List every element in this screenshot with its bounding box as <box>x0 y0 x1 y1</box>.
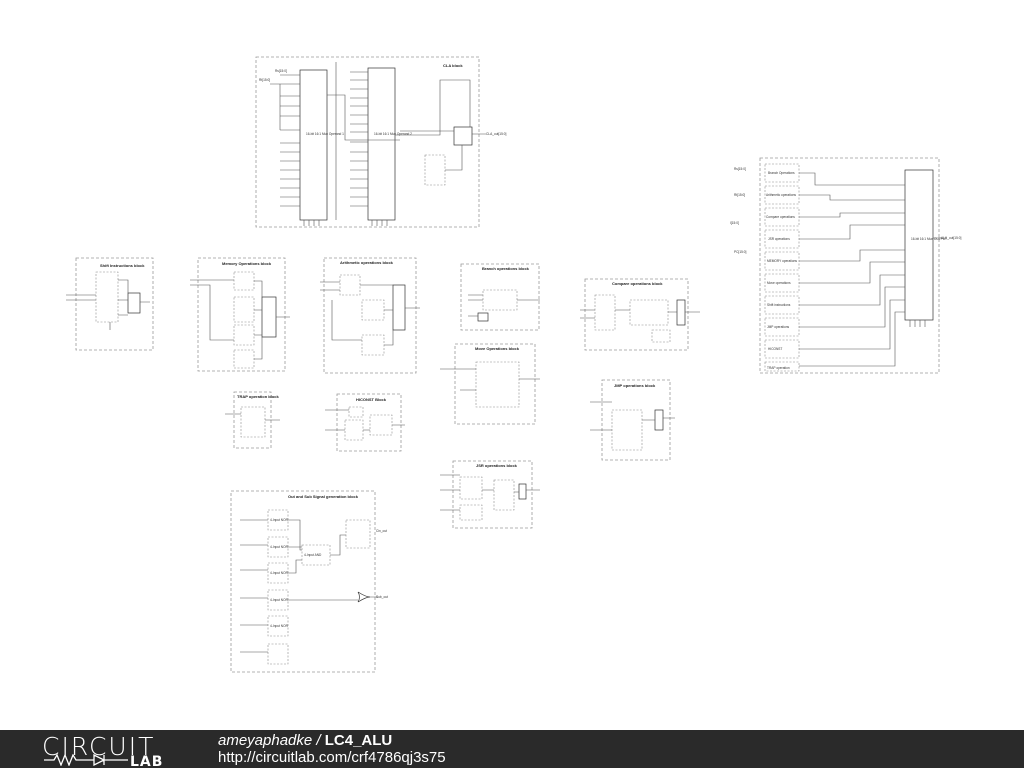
mux-op-6[interactable]: Move operations <box>764 273 800 293</box>
jmp-block[interactable]: JMP operations block <box>590 379 675 461</box>
shift-block[interactable]: Shift Instructions block <box>66 257 154 351</box>
svg-text:TRAP operation: TRAP operation <box>767 366 790 370</box>
cla-out-label: CLA_out[15:0] <box>486 132 506 136</box>
cin-out-label: Cin_out <box>376 529 387 533</box>
nor-gate-2[interactable]: 4-Input NOR <box>267 536 289 558</box>
pc-label: PC[15:0] <box>734 250 747 254</box>
mux-op-8[interactable]: JMP operations <box>764 317 800 337</box>
svg-text:Move operations: Move operations <box>767 281 791 285</box>
alu-out-label: ALU_out[15:0] <box>941 236 961 240</box>
sub-out-label: Sub_out <box>376 595 388 599</box>
svg-text:JMP operations: JMP operations <box>767 325 789 329</box>
mux-operand2-label: 16-bit 16:1 Mux Operand 2 <box>374 132 412 136</box>
rt-label-1: Rt[15:0] <box>259 78 270 82</box>
svg-text:Branch Operations: Branch Operations <box>768 171 795 175</box>
project-breadcrumb: ameyaphadke / LC4_ALU <box>218 732 392 749</box>
owner-link[interactable]: ameyaphadke <box>218 732 313 749</box>
and-gate[interactable]: 4-Input AND <box>301 544 331 566</box>
svg-text:4-Input NOR: 4-Input NOR <box>270 598 289 602</box>
cla-block[interactable]: CLA block 16-bit 16:1 Mux Operand 1 Rs[1… <box>255 56 506 228</box>
nor-gate-3[interactable]: 4-Input NOR <box>267 562 289 584</box>
mux-op-7[interactable]: Shift instructions <box>764 295 800 315</box>
svg-text:Compare operations: Compare operations <box>766 215 795 219</box>
circuit-schematic: CLA block 16-bit 16:1 Mux Operand 1 Rs[1… <box>66 56 961 673</box>
rs-label-1: Rs[15:0] <box>275 69 287 73</box>
output-mux-block[interactable]: 16-bit 16:1 Mux OUTPUT ALU_out[15:0] Rs[… <box>730 157 961 374</box>
jsr-block[interactable]: JSR operations block <box>440 460 540 529</box>
mux-op-1[interactable]: Branch Operations <box>764 163 800 183</box>
hiconst-block[interactable]: HICONST Block <box>325 393 405 452</box>
output-mux-label: 16-bit 16:1 Mux OUTPUT <box>911 237 947 241</box>
svg-text:TRAP operation block: TRAP operation block <box>237 394 279 399</box>
nor-gate-1[interactable]: 4-Input NOR <box>267 509 289 531</box>
schematic-canvas: CLA block 16-bit 16:1 Mux Operand 1 Rs[1… <box>66 56 962 673</box>
memory-block[interactable]: Memory Operations block <box>190 257 290 372</box>
mux-op-10[interactable]: TRAP operation <box>764 361 800 372</box>
resistor-diode-icon <box>44 754 128 766</box>
rt-label-2: Rt[15:0] <box>734 193 745 197</box>
svg-text:4-Input NOR: 4-Input NOR <box>270 624 289 628</box>
decoder-block[interactable]: Out and Sub Signal generation block 4-In… <box>230 490 388 673</box>
insn-label: I[15:0] <box>730 221 739 225</box>
svg-text:4-Input NOR: 4-Input NOR <box>270 518 289 522</box>
svg-text:Memory Operations block: Memory Operations block <box>222 261 272 266</box>
svg-text:Compare operations block: Compare operations block <box>612 281 663 286</box>
rs-label-2: Rs[15:0] <box>734 167 746 171</box>
svg-text:4-Input AND: 4-Input AND <box>304 553 322 557</box>
mux-op-4[interactable]: JSR operations <box>764 229 800 249</box>
svg-text:Arithmetic operations block: Arithmetic operations block <box>340 260 394 265</box>
circuitlab-footer: CIRCUIT LAB ameyaphadke / LC4_ALU http:/… <box>0 730 1024 770</box>
nor-gate-4[interactable]: 4-Input NOR <box>267 589 289 611</box>
svg-text:Out and Sub Signal generation: Out and Sub Signal generation block <box>288 494 359 499</box>
svg-text:Arithmetic operations: Arithmetic operations <box>766 193 796 197</box>
mux-op-2[interactable]: Arithmetic operations <box>764 185 800 205</box>
svg-text:JSR operations: JSR operations <box>768 237 790 241</box>
svg-text:Shift Instructions block: Shift Instructions block <box>100 263 145 268</box>
project-title[interactable]: LC4_ALU <box>324 732 393 749</box>
project-url[interactable]: http://circuitlab.com/crf4786qj3s75 <box>218 749 446 766</box>
mux-operand1-label: 16-bit 16:1 Mux Operand 1 <box>306 132 344 136</box>
arithmetic-block[interactable]: Arithmetic operations block <box>320 257 420 374</box>
svg-text:HICONST Block: HICONST Block <box>356 397 387 402</box>
svg-text:HICONST: HICONST <box>768 347 782 351</box>
svg-text:JMP operations block: JMP operations block <box>614 383 656 388</box>
mux-op-3[interactable]: Compare operations <box>764 207 800 227</box>
mux-op-9[interactable]: HICONST <box>764 339 800 359</box>
cla-block-title: CLA block <box>443 63 463 68</box>
nor-gate-5[interactable]: 4-Input NOR <box>267 615 289 637</box>
svg-text:Move Operations block: Move Operations block <box>475 346 520 351</box>
svg-text:JSR operations block: JSR operations block <box>476 463 518 468</box>
compare-block[interactable]: Compare operations block <box>580 278 700 351</box>
branch-block[interactable]: Branch operations block <box>460 263 540 331</box>
svg-text:Branch operations block: Branch operations block <box>482 266 530 271</box>
breadcrumb-separator: / <box>312 732 325 749</box>
move-block[interactable]: Move Operations block <box>440 343 540 425</box>
svg-text:4-Input NOR: 4-Input NOR <box>270 571 289 575</box>
svg-text:4-Input NOR: 4-Input NOR <box>270 545 289 549</box>
svg-text:Shift instructions: Shift instructions <box>767 303 791 307</box>
svg-text:MEMORY operations: MEMORY operations <box>767 259 797 263</box>
circuitlab-logo-bottom: LAB <box>130 754 164 770</box>
mux-op-5[interactable]: MEMORY operations <box>764 251 800 271</box>
trap-block[interactable]: TRAP operation block <box>225 391 280 449</box>
